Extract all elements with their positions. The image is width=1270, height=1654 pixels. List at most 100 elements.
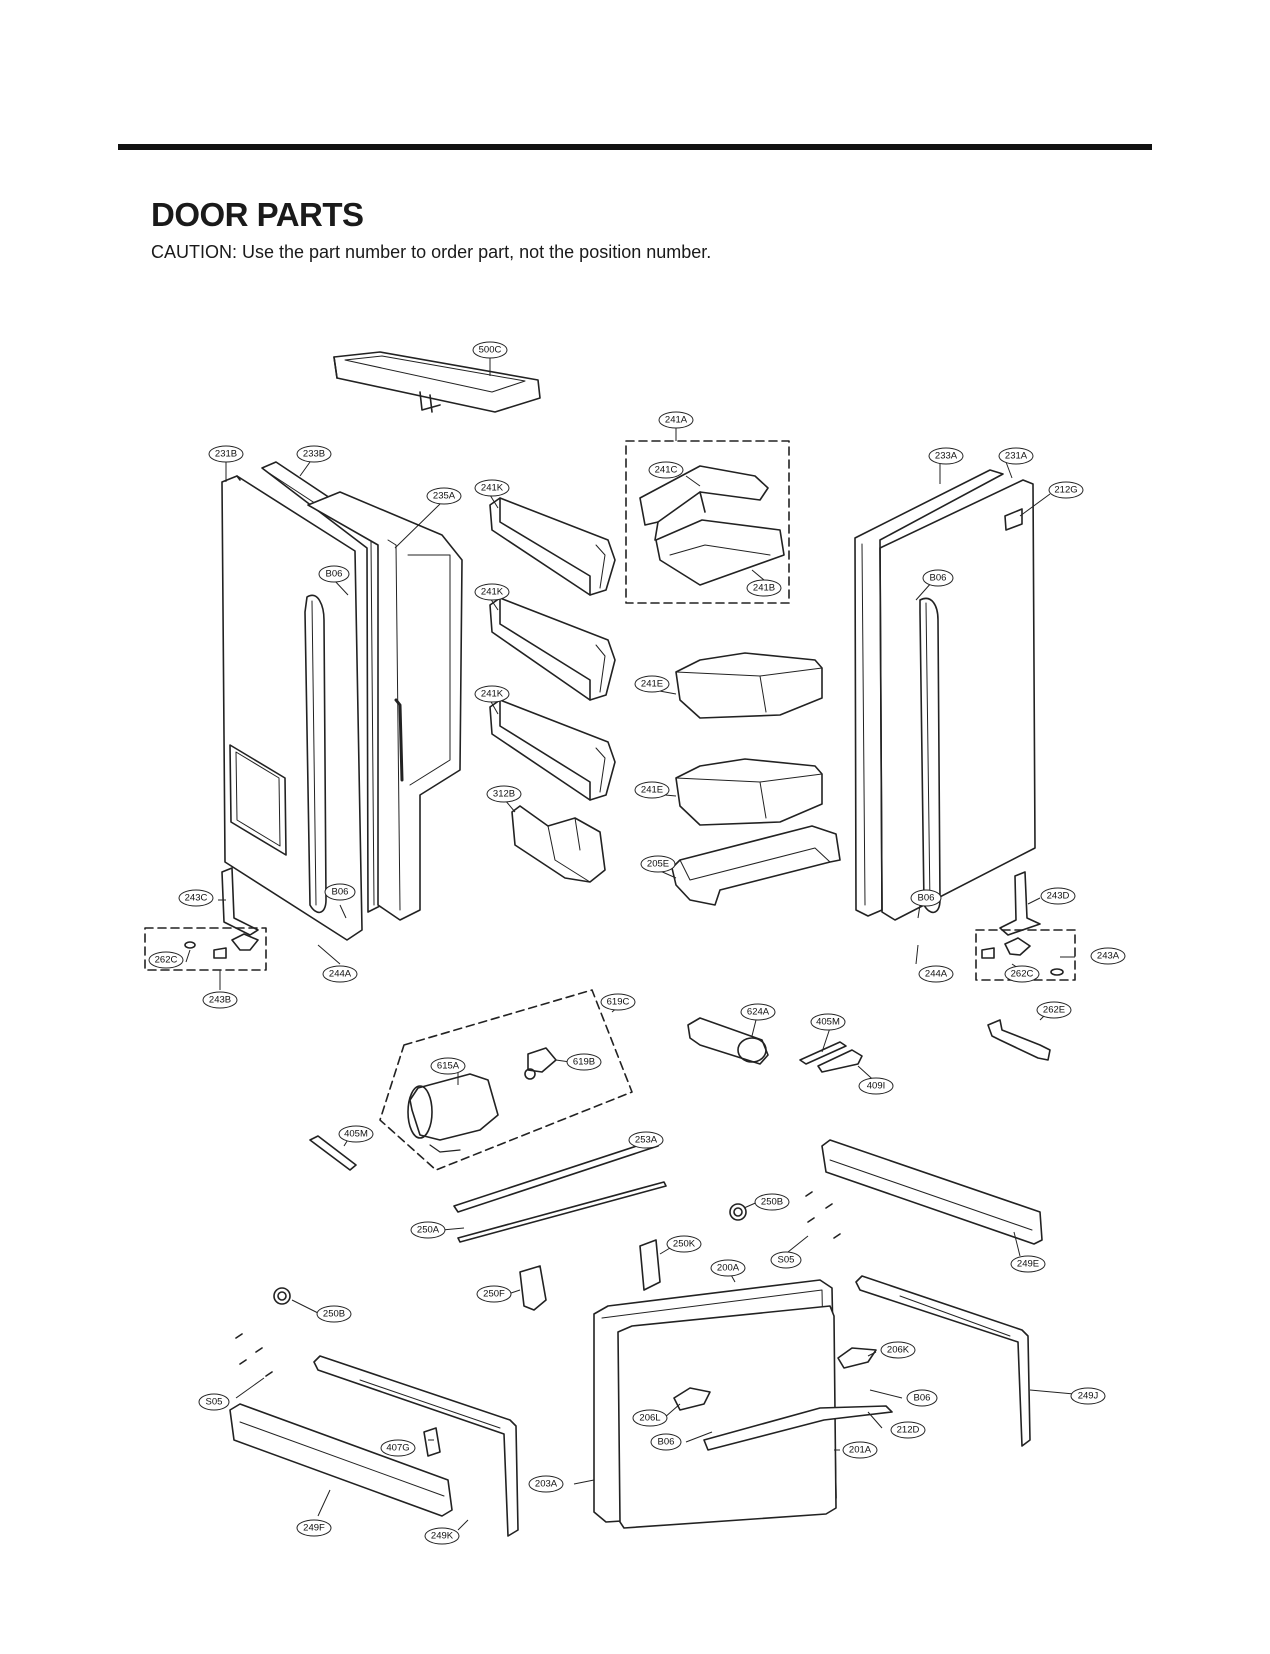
callout-405m-1: 405M: [816, 1017, 840, 1028]
part-233a-right-gasket: [854, 469, 1004, 917]
part-619c-water-valve-assembly: [379, 989, 633, 1171]
callout-243d: 243D: [1047, 891, 1070, 902]
part-241k-door-bin-2: [489, 597, 616, 701]
callout-262c-1: 262C: [155, 955, 178, 966]
part-206k-trim-right: [837, 1347, 877, 1369]
part-405m-left-cap: [309, 1135, 357, 1171]
part-206l-trim-left: [673, 1387, 711, 1411]
callout-241k-3: 241K: [481, 689, 504, 700]
callout-231b: 231B: [215, 449, 237, 460]
part-262e-wrench: [987, 1019, 1051, 1061]
part-624a-water-filter: [687, 1017, 769, 1065]
callout-249k: 249K: [431, 1531, 454, 1542]
callout-233a: 233A: [935, 451, 958, 462]
part-409i-clip: [817, 1049, 863, 1073]
callout-253a: 253A: [635, 1135, 658, 1146]
callout-409i: 409I: [867, 1081, 886, 1092]
callout-200a: 200A: [717, 1263, 740, 1274]
callout-249j: 249J: [1078, 1391, 1099, 1402]
part-s05-screws-left: [235, 1333, 273, 1377]
part-205e-door-shelf: [671, 825, 841, 906]
callout-243c: 243C: [185, 893, 208, 904]
callout-241e-1: 241E: [641, 679, 663, 690]
callout-262c-2: 262C: [1011, 969, 1034, 980]
part-s05-screws-right: [805, 1191, 841, 1239]
part-243d-hinge: [999, 871, 1041, 936]
callout-241b: 241B: [753, 583, 775, 594]
callout-241e-2: 241E: [641, 785, 663, 796]
part-405m-right-cap: [799, 1041, 847, 1065]
callout-500c: 500C: [479, 345, 502, 356]
callout-624a: 624A: [747, 1007, 770, 1018]
callout-250k: 250K: [673, 1239, 696, 1250]
callout-249f: 249F: [303, 1523, 325, 1534]
callout-206l: 206L: [639, 1413, 660, 1424]
part-241a-bin-assembly: [625, 440, 790, 604]
part-243b-hinge-assembly: [144, 927, 267, 971]
page-title: DOOR PARTS: [151, 196, 364, 233]
callout-243a: 243A: [1097, 951, 1120, 962]
callout-b06-3: B06: [332, 887, 349, 898]
part-250b-gear-right: [729, 1203, 747, 1221]
part-253a-slide-rail: [453, 1139, 659, 1213]
part-312b-bracket: [511, 805, 606, 883]
part-250f-bracket: [519, 1265, 547, 1311]
part-249f-drawer-rail-left: [229, 1403, 453, 1517]
callout-241a: 241A: [665, 415, 688, 426]
header-rule: [118, 144, 1152, 150]
callout-233b: 233B: [303, 449, 325, 460]
callout-250a: 250A: [417, 1225, 440, 1236]
part-249e-drawer-rail-right: [821, 1139, 1043, 1245]
callout-s05-2: S05: [206, 1397, 223, 1408]
callout-s05-1: S05: [778, 1255, 795, 1266]
callout-b06-2: B06: [930, 573, 947, 584]
part-241e-gallon-bin-1: [675, 652, 823, 719]
part-201a-freezer-door: [617, 1305, 837, 1529]
callout-619c: 619C: [607, 997, 630, 1008]
callout-262e: 262E: [1043, 1005, 1065, 1016]
callout-244a-2: 244A: [925, 969, 948, 980]
callout-244a-1: 244A: [329, 969, 352, 980]
callout-250b-2: 250B: [323, 1309, 345, 1320]
callout-615a: 615A: [437, 1061, 460, 1072]
part-241k-door-bin-1: [489, 497, 616, 596]
callout-241k-1: 241K: [481, 483, 504, 494]
part-407g-clip: [423, 1427, 441, 1457]
part-231a-right-door: [879, 479, 1036, 921]
part-243c-hinge: [221, 867, 259, 936]
callout-203a: 203A: [535, 1479, 558, 1490]
callout-205e: 205E: [647, 859, 669, 870]
part-212d-drawer-handle: [703, 1405, 893, 1451]
callout-619b: 619B: [573, 1057, 595, 1068]
callout-241c: 241C: [655, 465, 678, 476]
callout-b06-5: B06: [914, 1393, 931, 1404]
callout-b06-1: B06: [326, 569, 343, 580]
caution-note: CAUTION: Use the part number to order pa…: [151, 242, 712, 262]
callout-235a: 235A: [433, 491, 456, 502]
part-231b-left-door: [221, 475, 363, 941]
callout-241k-2: 241K: [481, 587, 504, 598]
callout-b06-6: B06: [658, 1437, 675, 1448]
part-241e-gallon-bin-2: [675, 758, 823, 826]
callout-206k: 206K: [887, 1345, 910, 1356]
part-250k-cover: [639, 1239, 661, 1291]
callout-312b: 312B: [493, 789, 515, 800]
callout-405m-2: 405M: [344, 1129, 368, 1140]
callout-201a: 201A: [849, 1445, 872, 1456]
callout-250f: 250F: [483, 1289, 505, 1300]
callout-212g: 212G: [1054, 485, 1077, 496]
part-500c-top-cover: [333, 351, 541, 413]
callout-231a: 231A: [1005, 451, 1028, 462]
part-241k-door-bin-3: [489, 699, 616, 801]
part-250a-slide-rail: [457, 1181, 667, 1243]
part-235a-door-liner: [307, 491, 463, 921]
part-249k-drawer-bracket-left: [313, 1355, 519, 1537]
part-250b-gear-left: [273, 1287, 291, 1305]
callout-212d: 212D: [897, 1425, 920, 1436]
part-249j-drawer-bracket-right: [855, 1275, 1031, 1447]
callout-250b-1: 250B: [761, 1197, 783, 1208]
callout-249e: 249E: [1017, 1259, 1039, 1270]
callout-407g: 407G: [386, 1443, 409, 1454]
callout-243b: 243B: [209, 995, 231, 1006]
